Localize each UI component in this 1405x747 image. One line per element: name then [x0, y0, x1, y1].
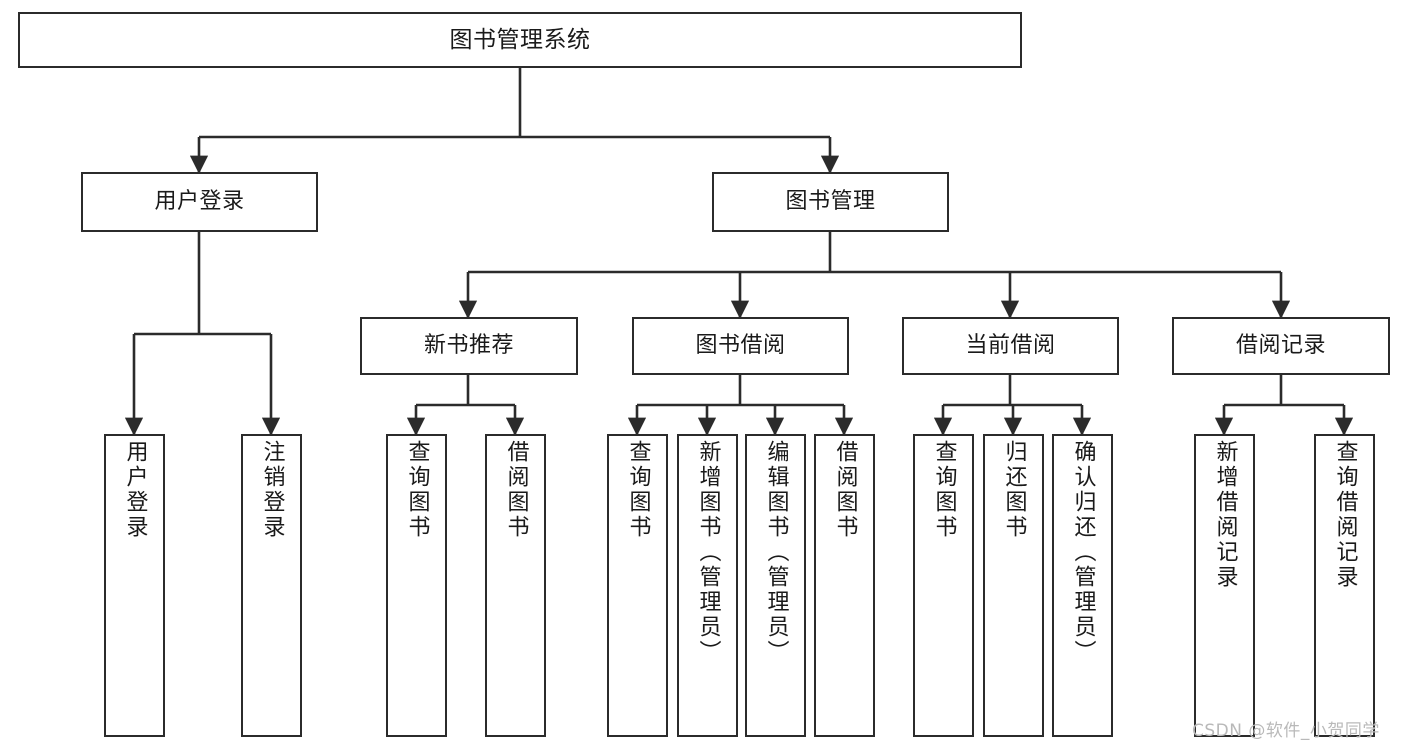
node-label: 新增借阅记录	[1212, 440, 1238, 590]
node-label: 查询借阅记录	[1332, 440, 1358, 590]
node-label: 用户登录	[154, 189, 245, 215]
node-label: 编辑图书（管理员）	[763, 440, 789, 665]
leaf-book-borrow-query[interactable]: 查询图书	[607, 434, 668, 737]
node-book-management[interactable]: 图书管理	[712, 172, 949, 232]
leaf-new-book-query[interactable]: 查询图书	[386, 434, 447, 737]
node-new-book-recommend[interactable]: 新书推荐	[360, 317, 578, 375]
leaf-book-borrow-borrow[interactable]: 借阅图书	[814, 434, 875, 737]
node-label: 归还图书	[1001, 440, 1027, 540]
node-label: 当前借阅	[965, 333, 1056, 359]
node-label: 图书借阅	[695, 333, 786, 359]
node-label: 图书管理系统	[449, 26, 591, 53]
node-book-borrow[interactable]: 图书借阅	[632, 317, 849, 375]
node-label: 查询图书	[931, 440, 957, 540]
leaf-new-book-borrow[interactable]: 借阅图书	[485, 434, 546, 737]
node-label: 图书管理	[785, 189, 876, 215]
leaf-borrow-record-query[interactable]: 查询借阅记录	[1314, 434, 1375, 737]
node-user-login[interactable]: 用户登录	[81, 172, 318, 232]
leaf-current-borrow-query[interactable]: 查询图书	[913, 434, 974, 737]
node-borrow-records[interactable]: 借阅记录	[1172, 317, 1390, 375]
node-current-borrow[interactable]: 当前借阅	[902, 317, 1119, 375]
node-label: 注销登录	[259, 440, 285, 540]
node-label: 用户登录	[122, 440, 148, 540]
node-label: 查询图书	[625, 440, 651, 540]
csdn-watermark: CSDN @软件_小贺同学	[1192, 721, 1380, 741]
leaf-borrow-record-add[interactable]: 新增借阅记录	[1194, 434, 1255, 737]
node-label: 新增图书（管理员）	[695, 440, 721, 665]
leaf-user-login-signin[interactable]: 用户登录	[104, 434, 165, 737]
node-root-system[interactable]: 图书管理系统	[18, 12, 1022, 68]
node-label: 新书推荐	[423, 333, 514, 359]
leaf-current-borrow-return[interactable]: 归还图书	[983, 434, 1044, 737]
leaf-book-borrow-add[interactable]: 新增图书（管理员）	[677, 434, 738, 737]
leaf-user-login-signout[interactable]: 注销登录	[241, 434, 302, 737]
node-label: 借阅图书	[503, 440, 529, 540]
leaf-current-borrow-confirm-return[interactable]: 确认归还（管理员）	[1052, 434, 1113, 737]
node-label: 查询图书	[404, 440, 430, 540]
leaf-book-borrow-edit[interactable]: 编辑图书（管理员）	[745, 434, 806, 737]
node-label: 确认归还（管理员）	[1070, 440, 1096, 665]
node-label: 借阅记录	[1235, 333, 1326, 359]
node-label: 借阅图书	[832, 440, 858, 540]
